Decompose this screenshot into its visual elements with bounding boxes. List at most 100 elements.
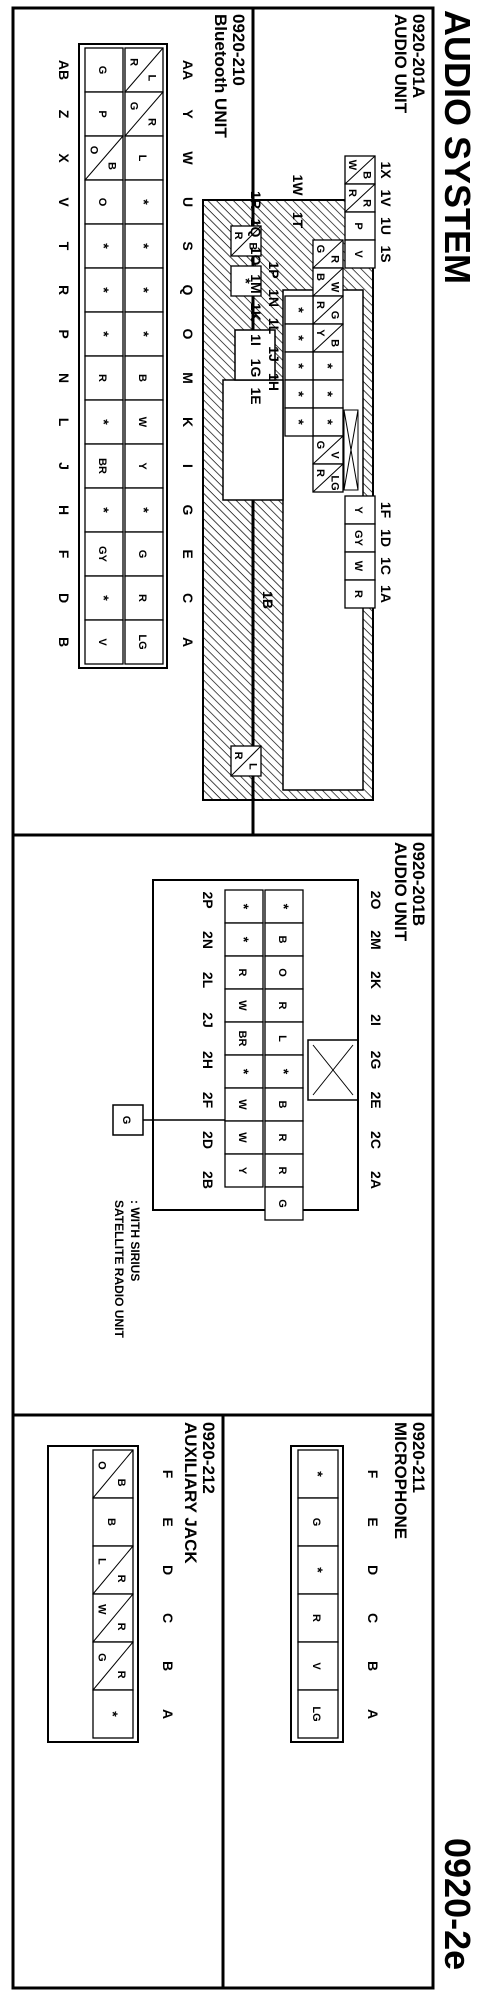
audio-b-row1-cell-4-color: L xyxy=(276,1035,288,1042)
bt-row1-cell-1-split xyxy=(124,91,164,137)
mic-cell-3-color: R xyxy=(310,1614,322,1622)
bt-row2-cell-6-color: * xyxy=(96,331,112,337)
bt-row2-cell-2-split xyxy=(84,135,124,181)
aux-cell-2-split xyxy=(92,1545,134,1595)
bluetooth-name: Bluetooth UNIT xyxy=(211,14,230,138)
bt-row1-cell-0-color-a: L xyxy=(146,75,158,82)
audio-a-top-cell-2-color: P xyxy=(352,222,364,229)
aux-pin-f: F xyxy=(160,1470,176,1479)
audio-b-latch xyxy=(307,1039,359,1101)
bt-row2-cell-8-color: * xyxy=(96,419,112,425)
bt-row1-cell-5-color: * xyxy=(136,287,152,293)
bt-pin-y: Y xyxy=(180,109,196,119)
panel-audio-unit-a: 0920-201A AUDIO UNIT 1X1V1U1S1F1D1C1ABWR… xyxy=(202,14,428,801)
bt-row2-cell-2-color-b: O xyxy=(87,146,99,155)
audio-a-pin-1u: 1U xyxy=(378,217,394,235)
audio-a-low-cell-4-box xyxy=(284,407,314,437)
bt-row1-cell-6-color: * xyxy=(136,331,152,337)
audio-a-mid-cell-3-split xyxy=(312,323,344,353)
audio-a-name: AUDIO UNIT xyxy=(391,14,410,114)
audio-a-mid-cell-3-color-a: B xyxy=(329,339,341,347)
mic-cell-2-color: * xyxy=(310,1567,326,1573)
bt-pin-b-ab: AB xyxy=(56,60,72,80)
audio-a-pin-1s: 1S xyxy=(378,245,394,262)
audio-a-side-cell-1-box xyxy=(230,265,262,297)
audio-b-pin-2g: 2G xyxy=(368,1051,384,1070)
audio-b-row1-cell-8-color: R xyxy=(276,1167,288,1175)
bt-pin-b-r: R xyxy=(56,285,72,295)
audio-a-pin-1r: 1R xyxy=(248,191,264,209)
aux-cell-4-split xyxy=(92,1641,134,1691)
aux-cell-1-color: B xyxy=(105,1518,117,1526)
aux-code: 0920-212 xyxy=(199,1422,218,1494)
audio-b-pin-b-2n: 2N xyxy=(200,931,216,949)
audio-a-side-cell-2-color-a: L xyxy=(247,763,259,770)
bt-pin-k: K xyxy=(180,417,196,427)
audio-b-row2-cell-5-color: * xyxy=(236,1069,252,1075)
audio-a-pin-1i: 1I xyxy=(248,334,264,346)
audio-a-pin-1n: 1N xyxy=(266,289,282,307)
bt-row2-cell-7-color: R xyxy=(96,374,108,382)
audio-a-low-cell-4-color: * xyxy=(291,419,307,425)
audio-a-mid-cell-7-color-b: G xyxy=(314,441,326,450)
audio-a-mid-cell-5-color: * xyxy=(320,391,336,397)
bt-row1-cell-10-color: * xyxy=(136,507,152,513)
aux-cell-5-box xyxy=(92,1689,134,1739)
audio-a-mid-cell-2-color-a: G xyxy=(329,311,341,320)
aux-cell-2-color-b: L xyxy=(96,1558,108,1565)
audio-a-top-cell-1-split xyxy=(344,183,376,213)
audio-a-side-cell-0-split xyxy=(230,225,262,257)
aux-name: AUXILIARY JACK xyxy=(181,1422,200,1564)
audio-a-top-cell-1-color-b: R xyxy=(346,189,358,197)
bt-row1-cell-12-color: R xyxy=(136,594,148,602)
sirius-note-line2: SATELLITE RADIO UNIT xyxy=(112,1200,126,1338)
audio-b-row2-cell-8-box xyxy=(224,1153,264,1188)
panel-audio-unit-b: 0920-201B AUDIO UNIT 2O2M2K2I2G2E2C2A*BO… xyxy=(112,842,428,1338)
aux-cell-3-color-a: R xyxy=(115,1623,127,1631)
aux-pin-d: D xyxy=(160,1565,176,1575)
bt-pin-m: M xyxy=(180,372,196,384)
mic-name: MICROPHONE xyxy=(391,1422,410,1539)
bt-row2-cell-2-color-a: B xyxy=(106,162,118,170)
bt-row2-cell-9-color: BR xyxy=(96,458,108,474)
audio-b-row2-cell-8-color: Y xyxy=(236,1167,248,1175)
audio-a-mid-cell-6-color: * xyxy=(320,419,336,425)
audio-a-mid-cell-0-color-a: R xyxy=(329,255,341,263)
audio-a-pin-1d: 1D xyxy=(378,529,394,547)
bt-row1-cell-4-color: * xyxy=(136,243,152,249)
audio-a-side-cell-1-color: * xyxy=(238,278,254,284)
audio-b-row2-cell-4-color: BR xyxy=(236,1031,248,1047)
bt-row1-cell-1-color-a: R xyxy=(146,118,158,126)
audio-a-pin-1j: 1J xyxy=(266,346,282,362)
mic-pin-e: E xyxy=(365,1517,381,1526)
audio-a-pin-1x: 1X xyxy=(378,161,394,179)
audio-b-pin-b-2j: 2J xyxy=(200,1012,216,1028)
mic-pin-b: B xyxy=(365,1661,381,1671)
audio-a-mid-cell-3-color-b: Y xyxy=(314,329,326,337)
audio-a-pin-1o: 1O xyxy=(248,247,264,266)
bt-row1-cell-9-color: Y xyxy=(136,462,148,470)
audio-b-row2-cell-7-color: W xyxy=(236,1132,248,1143)
bt-pin-b-b: B xyxy=(56,637,72,647)
audio-a-side-cell-0-color-b: R xyxy=(232,232,244,240)
bt-row1-cell-3-color: * xyxy=(136,199,152,205)
mic-cell-4-color: V xyxy=(310,1662,322,1670)
audio-b-pin-b-2h: 2H xyxy=(200,1051,216,1069)
bt-row2-cell-3-color: O xyxy=(96,198,108,207)
bt-row1-cell-1-color-b: G xyxy=(127,102,139,111)
audio-b-pin-2k: 2K xyxy=(368,971,384,989)
audio-a-mid-cell-1-color-a: W xyxy=(329,282,341,293)
bt-row1-cell-13-color: LG xyxy=(136,634,148,649)
mic-pin-f: F xyxy=(365,1470,381,1479)
aux-pin-a: A xyxy=(160,1709,176,1719)
bt-row2-cell-13-box xyxy=(84,619,124,665)
audio-b-pin-b-2b: 2B xyxy=(200,1171,216,1189)
audio-a-low-cell-0-color: * xyxy=(291,307,307,313)
mic-cell-5-box xyxy=(297,1689,339,1739)
bt-pin-w: W xyxy=(180,151,196,165)
aux-pin-c: C xyxy=(160,1613,176,1623)
audio-a-low-cell-3-color: * xyxy=(291,391,307,397)
audio-b-row2-cell-1-color: * xyxy=(236,937,252,943)
audio-a-pin-1k: 1K xyxy=(248,303,264,321)
bt-row1-cell-7-color: B xyxy=(136,374,148,382)
